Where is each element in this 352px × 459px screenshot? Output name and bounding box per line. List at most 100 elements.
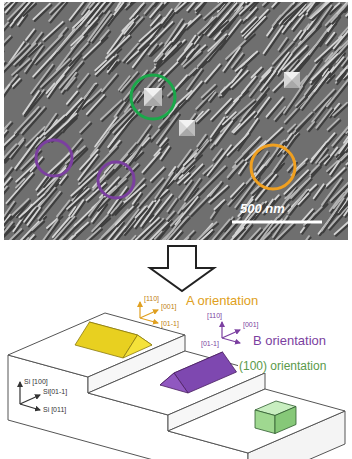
sem-ridge [225, 49, 242, 72]
sem-ridge [297, 114, 313, 130]
sem-ridge [187, 69, 202, 90]
sem-ridge [126, 135, 149, 168]
sem-ridge [320, 17, 340, 46]
sem-ridge [89, 2, 96, 8]
sem-ridge [205, 2, 228, 20]
sem-ridge [87, 95, 104, 114]
sem-ridge [311, 142, 326, 162]
sem-ridge [133, 5, 142, 16]
sem-ridge [93, 16, 113, 43]
sem-ridge [186, 15, 200, 28]
sem-ridge [335, 104, 348, 117]
sem-ridge [174, 77, 188, 93]
sem-ridge [136, 207, 146, 218]
sem-ridge [199, 168, 227, 196]
sem-ridge [23, 108, 46, 134]
sem-ridge [285, 88, 303, 115]
sem-ridge [151, 167, 164, 180]
sem-ridge [246, 2, 261, 3]
sem-ridge [152, 23, 174, 45]
sem-ridge [187, 16, 201, 29]
sem-ridge [198, 37, 224, 66]
sem-ridge [56, 224, 77, 240]
sem-ridge [217, 123, 234, 146]
sem-ridge [42, 220, 58, 240]
sem-ridge [76, 223, 88, 234]
sem-ridge [57, 26, 79, 51]
sem-ridge [316, 108, 331, 128]
sem-ridge [188, 70, 203, 91]
orientation-label: A orientation [185, 294, 259, 308]
scale-bar [232, 221, 322, 224]
sem-ridge [288, 124, 295, 131]
sem-ridge [239, 163, 247, 174]
sem-ridge [124, 45, 139, 62]
sem-ridge [282, 22, 290, 32]
sem-ridge [121, 72, 137, 91]
sem-ridge [225, 228, 243, 240]
sem-ridge [248, 2, 263, 4]
sem-ridge [111, 110, 132, 131]
sem-ridge [158, 115, 180, 145]
sem-ridge [26, 29, 34, 40]
sem-ridge [318, 2, 341, 3]
sem-ridge [6, 173, 32, 203]
sem-ridge [187, 2, 209, 10]
sem-ridge [244, 230, 262, 240]
sem-ridge [80, 156, 99, 181]
sem-ridge [129, 236, 136, 240]
sem-ridge [133, 193, 141, 204]
sem-ridge [268, 99, 284, 118]
sem-ridge [261, 71, 276, 90]
sem-ridge [103, 76, 118, 93]
sem-ridge [47, 179, 59, 194]
sem-ridge [333, 103, 347, 116]
sem-ridge [232, 185, 245, 199]
sem-ridge [96, 57, 114, 75]
sem-ridge [209, 92, 216, 100]
sem-ridge [279, 6, 294, 22]
sem-ridge [310, 164, 320, 174]
sem-ridge [152, 169, 165, 182]
sem-ridge [67, 189, 89, 209]
sem-ridge [155, 232, 162, 239]
sem-ridge [221, 83, 231, 92]
sem-ridge [245, 17, 265, 38]
block-arrow [150, 246, 214, 291]
sem-ridge [66, 78, 75, 89]
sem-ridge [298, 193, 308, 204]
sem-ridge [312, 54, 337, 80]
sem-ridge [197, 166, 225, 194]
sem-ridge [214, 200, 224, 209]
sem-ridge [338, 68, 348, 81]
sem-ridge [157, 174, 175, 200]
purple-circle [98, 162, 134, 198]
sem-ridge [178, 173, 189, 183]
sem-ridge [187, 49, 194, 57]
sem-ridge [300, 30, 306, 38]
stair-substrate [8, 313, 345, 459]
sem-ridge [32, 220, 43, 230]
sem-ridge [69, 190, 91, 210]
sem-ridge [264, 26, 283, 54]
sem-ridge [231, 71, 248, 88]
orientation-label: B orientation [252, 334, 327, 348]
axis-label: [001] [242, 321, 260, 329]
sem-ridge [131, 2, 153, 4]
sem-ridge [4, 45, 30, 73]
sem-ridge [196, 143, 210, 159]
sem-ridge [309, 31, 326, 54]
sem-ridge [242, 56, 255, 69]
sem-ridge [328, 119, 339, 130]
sem-ridge [102, 102, 122, 121]
sem-ridge [273, 42, 293, 64]
sem-ridge [4, 2, 15, 13]
sem-ridge [260, 73, 268, 82]
a-axes [140, 302, 158, 323]
sem-ridge [67, 91, 77, 103]
sem-ridge [4, 132, 8, 157]
sem-ridge [213, 100, 233, 121]
sem-ridge [314, 184, 324, 198]
sem-ridge [244, 11, 270, 37]
sem-ridge [275, 67, 300, 93]
